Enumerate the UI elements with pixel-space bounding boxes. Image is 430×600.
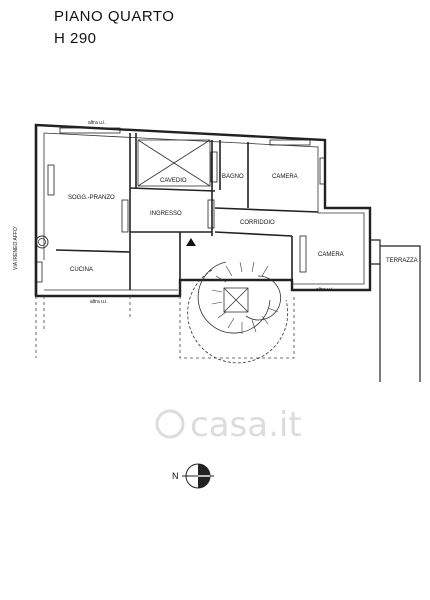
window-left-lower (35, 261, 43, 283)
terrazza-outline (370, 239, 421, 382)
room-cucina: CUCINA (70, 267, 93, 273)
watermark-text: casa.it (190, 405, 302, 445)
label-altra-bottom-left: altra u.i. (90, 299, 108, 305)
room-corridoio: CORRIDOIO (240, 220, 275, 226)
floor-height: H 290 (54, 30, 97, 47)
room-camera-top: CAMERA (272, 174, 298, 180)
dashed-outlines (35, 296, 295, 359)
watermark: casa.it (155, 405, 302, 445)
label-altra-bottom-right: altra u.i. (316, 287, 334, 293)
label-altra-top: altra u.i. (88, 120, 106, 126)
compass-north-label: N (172, 471, 179, 481)
cavedio-cross (137, 139, 211, 187)
room-camera-right: CAMERA (318, 252, 344, 258)
top-windows (59, 127, 326, 273)
entrance-marker (186, 238, 196, 246)
floor-title: PIANO QUARTO (54, 8, 175, 25)
room-bagno: BAGNO (222, 174, 244, 180)
compass: N (172, 463, 214, 489)
room-cavedio: CAVEDIO (160, 178, 187, 184)
room-sogg-pranzo: SOGG.-PRANZO (68, 195, 115, 201)
label-street: VIA IRENEO AFFO' (13, 226, 19, 270)
window-left-upper (47, 164, 55, 196)
room-ingresso: INGRESSO (150, 211, 182, 217)
interior-walls (55, 133, 319, 290)
room-terrazza: TERRAZZA (386, 258, 418, 264)
column-marker (35, 235, 49, 249)
spiral-staircase (187, 261, 289, 364)
